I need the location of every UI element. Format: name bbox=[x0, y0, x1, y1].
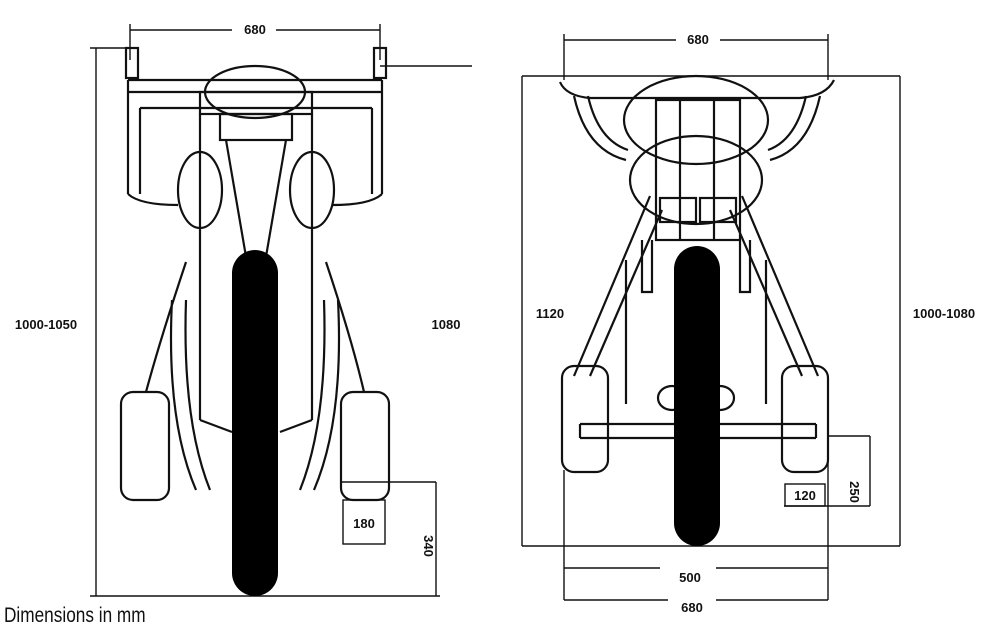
right-top-width-label: 680 bbox=[687, 32, 709, 47]
right-wheel-offset-label: 250 bbox=[847, 481, 862, 503]
left-dimension-lines bbox=[90, 24, 472, 597]
right-overall-height-label: 1000-1080 bbox=[913, 306, 975, 321]
left-overall-height-label: 1000-1050 bbox=[15, 317, 77, 332]
right-track-inner-label: 500 bbox=[679, 570, 701, 585]
left-tricycle-view bbox=[90, 24, 472, 597]
right-tricycle-view bbox=[521, 34, 901, 601]
left-inner-height-label: 1080 bbox=[432, 317, 461, 332]
right-inner-height-label: 1120 bbox=[536, 306, 564, 321]
right-front-wheel bbox=[674, 246, 720, 546]
left-top-width-label: 680 bbox=[244, 22, 266, 37]
left-wheel-offset-label: 340 bbox=[421, 535, 436, 557]
left-rear-wheel-2 bbox=[339, 390, 391, 502]
right-wheel-width-label: 120 bbox=[794, 488, 816, 503]
dimension-labels: 680 1000-1050 1080 180 340 680 1120 1000… bbox=[4, 20, 975, 615]
right-track-outer-label: 680 bbox=[681, 600, 703, 615]
right-rear-wheel-1 bbox=[560, 364, 610, 474]
left-frame bbox=[124, 46, 388, 491]
right-frame bbox=[558, 74, 835, 440]
left-front-wheel bbox=[232, 250, 278, 596]
right-rear-wheel-2 bbox=[780, 364, 830, 474]
left-wheel-width-label: 180 bbox=[353, 516, 375, 531]
dimensions-caption: Dimensions in mm bbox=[4, 604, 146, 627]
left-rear-wheel-1 bbox=[119, 390, 171, 502]
